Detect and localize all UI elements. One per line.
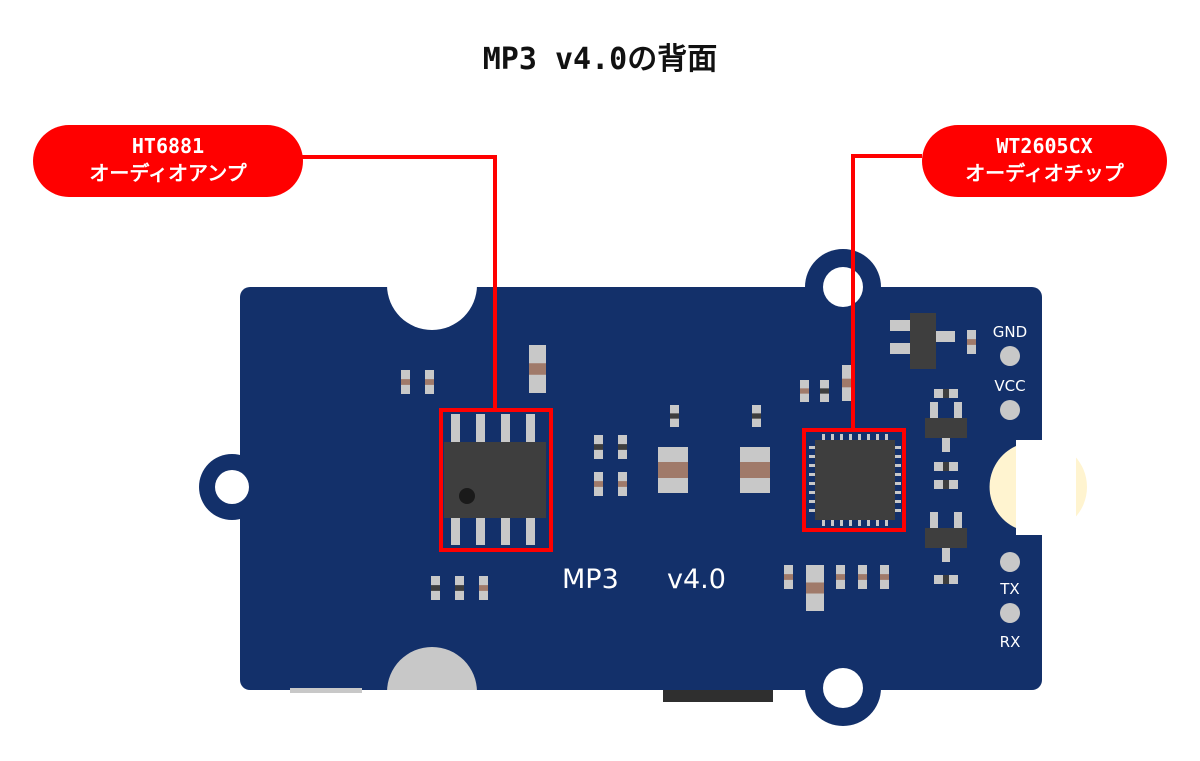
- mount-hole-top: [823, 267, 863, 307]
- component-pad: [895, 455, 901, 458]
- component-pad: [670, 413, 679, 419]
- component-pad: [431, 585, 440, 591]
- component-pad: [618, 444, 627, 450]
- component-pad: [784, 574, 793, 580]
- component-pad: [806, 582, 824, 594]
- audio-jack: [663, 690, 773, 702]
- component-pad: [858, 434, 861, 440]
- component-pad: [943, 462, 949, 471]
- chip-leader-line: [851, 154, 922, 430]
- component-pad: [895, 464, 901, 467]
- component-pad: [831, 434, 834, 440]
- component-pad: [885, 520, 888, 526]
- component-pad: [895, 473, 901, 476]
- component-pad: [895, 500, 901, 503]
- component-pad: [836, 574, 845, 580]
- pin-label-tx: TX: [999, 580, 1019, 598]
- pin-label-gnd: GND: [993, 323, 1027, 341]
- component-pad: [943, 575, 949, 584]
- top-notch: [387, 240, 477, 330]
- component-pad: [840, 434, 843, 440]
- component-pad: [895, 509, 901, 512]
- mount-hole-left: [215, 470, 249, 504]
- component-pad: [943, 389, 949, 398]
- component-pad: [479, 585, 488, 591]
- component-pad: [895, 482, 901, 485]
- component-pad: [594, 481, 603, 487]
- amp-chip: [444, 414, 546, 545]
- component-pad: [867, 434, 870, 440]
- amp-description: オーディオアンプ: [89, 161, 247, 185]
- component-pad: [867, 520, 870, 526]
- component-pad: [840, 520, 843, 526]
- component-pad: [820, 388, 829, 394]
- component-pad: [594, 444, 603, 450]
- component-pad: [880, 574, 889, 580]
- component-pad: [885, 434, 888, 440]
- component-pad: [809, 500, 815, 503]
- audio-chip: [809, 434, 901, 526]
- component-pad: [895, 446, 901, 449]
- component-pad: [831, 520, 834, 526]
- board-name: MP3: [562, 564, 619, 595]
- component-pad: [401, 379, 410, 385]
- component-pad: [858, 520, 861, 526]
- component-pad: [809, 509, 815, 512]
- mount-hole-bottom: [823, 668, 863, 708]
- component-pad: [809, 482, 815, 485]
- chip-callout: WT2605CX オーディオチップ: [922, 125, 1167, 197]
- pin-label-rx: RX: [1000, 633, 1021, 651]
- component-pad: [849, 434, 852, 440]
- component-pad: [967, 339, 976, 345]
- amp-callout: HT6881 オーディオアンプ: [33, 125, 303, 197]
- component-pad: [529, 363, 546, 375]
- board-version: v4.0: [667, 564, 726, 595]
- component-pad: [618, 481, 627, 487]
- component-pad: [752, 413, 761, 419]
- component-pad: [876, 520, 879, 526]
- component-pad: [876, 434, 879, 440]
- component-pad: [842, 378, 851, 388]
- component-pad: [455, 585, 464, 591]
- amp-leader-line: [300, 155, 497, 410]
- amp-part-number: HT6881: [131, 134, 205, 158]
- component-pad: [858, 574, 867, 580]
- component-pad: [895, 491, 901, 494]
- component-pad: [809, 455, 815, 458]
- component-pad: [809, 491, 815, 494]
- component-pad: [822, 520, 825, 526]
- page-title: MP3 v4.0の背面: [482, 42, 718, 77]
- component-pad: [822, 434, 825, 440]
- component-pad: [809, 446, 815, 449]
- chip-part-number: WT2605CX: [996, 134, 1093, 158]
- component-pad: [943, 480, 949, 489]
- component-pad: [809, 473, 815, 476]
- chip-description: オーディオチップ: [965, 161, 1124, 185]
- component-pad: [849, 520, 852, 526]
- pin-label-vcc: VCC: [994, 377, 1025, 395]
- component-pad: [425, 379, 434, 385]
- component-pad: [800, 388, 809, 394]
- component-pad: [809, 464, 815, 467]
